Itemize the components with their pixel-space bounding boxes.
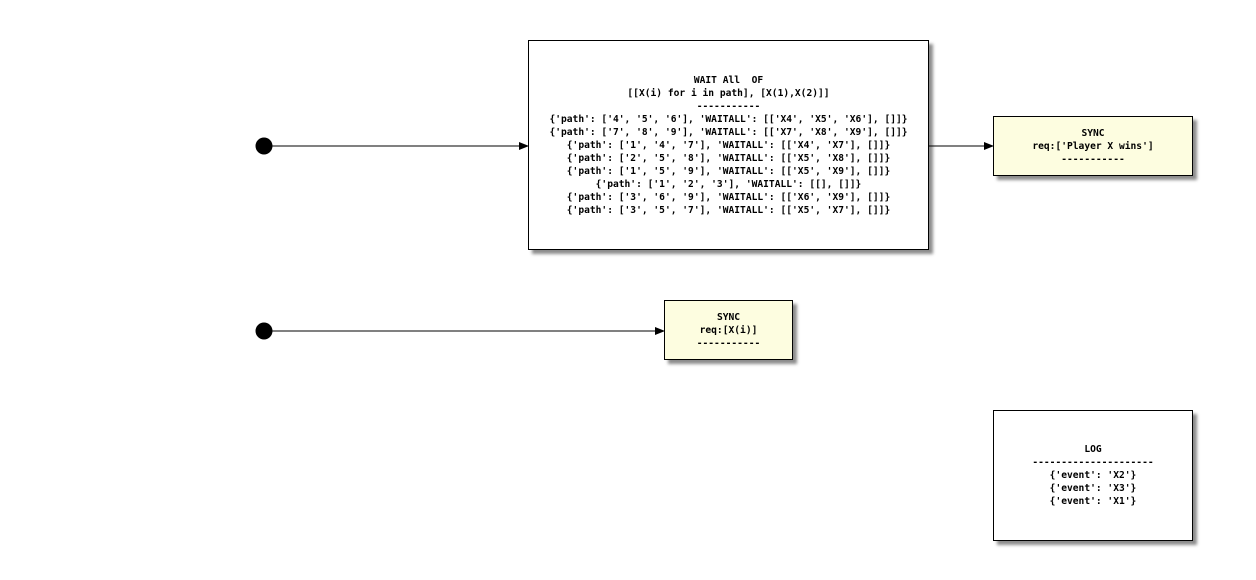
wait-node-expression: [[X(i) for i in path], [X(1),X(2)]] <box>627 87 830 99</box>
wait-node-path-row: {'path': ['2', '5', '8'], 'WAITALL': [['… <box>566 152 891 164</box>
wait-all-node[interactable]: WAIT All OF [[X(i) for i in path], [X(1)… <box>528 40 929 250</box>
wait-node-separator: ----------- <box>696 100 761 112</box>
wait-node-path-row: {'path': ['7', '8', '9'], 'WAITALL': [['… <box>549 126 908 138</box>
wait-node-title: WAIT All OF <box>693 74 764 86</box>
sync-x-request: req:[X(i)] <box>699 324 758 336</box>
wait-node-path-row: {'path': ['1', '5', '9'], 'WAITALL': [['… <box>566 165 891 177</box>
wait-node-path-row: {'path': ['1', '4', '7'], 'WAITALL': [['… <box>566 139 891 151</box>
sync-win-request: req:['Player X wins'] <box>1032 140 1154 152</box>
wait-node-path-row: {'path': ['3', '6', '9'], 'WAITALL': [['… <box>566 191 891 203</box>
sync-player-wins-node[interactable]: SYNC req:['Player X wins'] ----------- <box>993 116 1193 176</box>
sync-x-node[interactable]: SYNC req:[X(i)] ----------- <box>664 300 793 360</box>
log-event: {'event': 'X2'} <box>1049 470 1137 481</box>
wait-node-path-row: {'path': ['4', '5', '6'], 'WAITALL': [['… <box>549 113 908 125</box>
log-event: {'event': 'X1'} <box>1049 496 1137 507</box>
log-title: LOG <box>1084 444 1102 455</box>
sync-win-title: SYNC <box>1081 127 1105 139</box>
log-separator: --------------------- <box>1032 457 1154 468</box>
wait-node-path-row: {'path': ['3', '5', '7'], 'WAITALL': [['… <box>566 204 891 216</box>
sync-win-separator: ----------- <box>1061 153 1125 165</box>
sync-x-separator: ----------- <box>696 337 761 349</box>
log-event: {'event': 'X3'} <box>1049 483 1137 494</box>
log-node[interactable]: LOG --------------------- {'event': 'X2'… <box>993 410 1193 541</box>
sync-x-title: SYNC <box>716 311 741 323</box>
wait-node-path-row: {'path': ['1', '2', '3'], 'WAITALL': [[]… <box>595 178 862 190</box>
